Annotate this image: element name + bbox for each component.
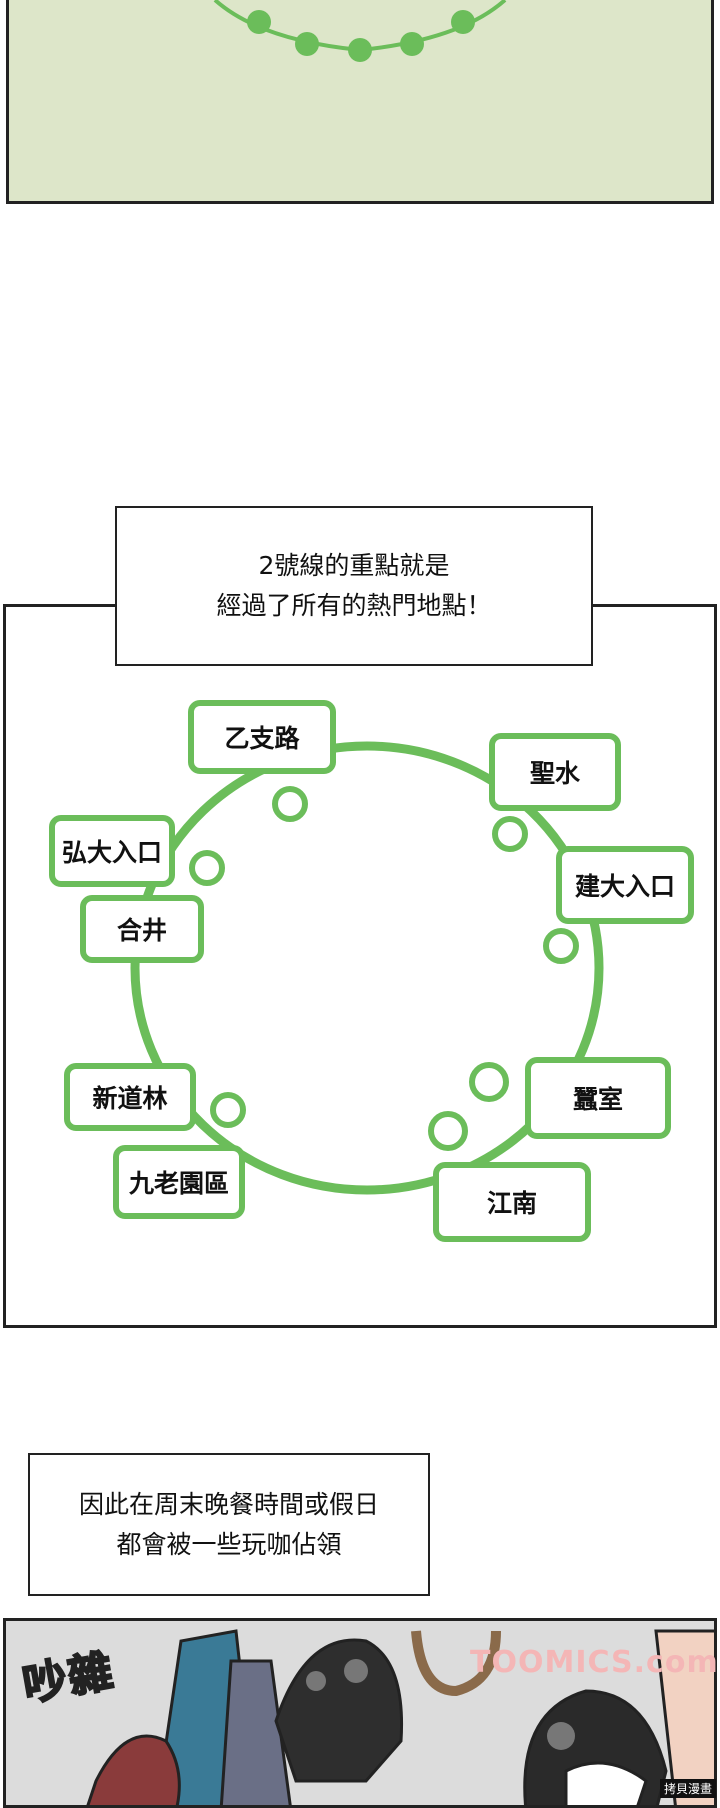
top-dot [451, 10, 475, 34]
station-gangnam: 江南 [433, 1162, 591, 1242]
top-line-arc [213, 0, 507, 62]
top-dot [348, 38, 372, 62]
station-guro-digital: 九老園區 [113, 1145, 245, 1219]
station-sindorim: 新道林 [64, 1063, 196, 1131]
caption-line: 都會被一些玩咖佔領 [116, 1529, 342, 1559]
station-hapjeong: 合井 [80, 895, 204, 963]
top-dot [295, 32, 319, 56]
station-konkuk-univ: 建大入口 [556, 846, 694, 924]
line2-circle [130, 741, 604, 1195]
top-panel [6, 0, 714, 204]
caption-line: 2號線的重點就是 [258, 551, 450, 580]
caption-line2-highlight: 2號線的重點就是 經過了所有的熱門地點！ [115, 506, 593, 666]
caption-line: 經過了所有的熱門地點！ [216, 591, 492, 620]
station-hongik-univ: 弘大入口 [49, 815, 175, 887]
toomics-watermark: TOOMICS.com [470, 1645, 719, 1680]
caption-line: 因此在周末晚餐時間或假日 [78, 1489, 379, 1519]
caption-weekend: 因此在周末晚餐時間或假日 都會被一些玩咖佔領 [28, 1453, 430, 1596]
top-dot [400, 32, 424, 56]
top-dot [247, 10, 271, 34]
station-seongsu: 聖水 [489, 733, 621, 811]
corner-watermark: 拷貝漫畫 [659, 1779, 716, 1798]
station-euljiro: 乙支路 [188, 700, 336, 774]
station-jamsil: 蠶室 [525, 1057, 671, 1139]
crowd-illustration [86, 1629, 714, 1805]
